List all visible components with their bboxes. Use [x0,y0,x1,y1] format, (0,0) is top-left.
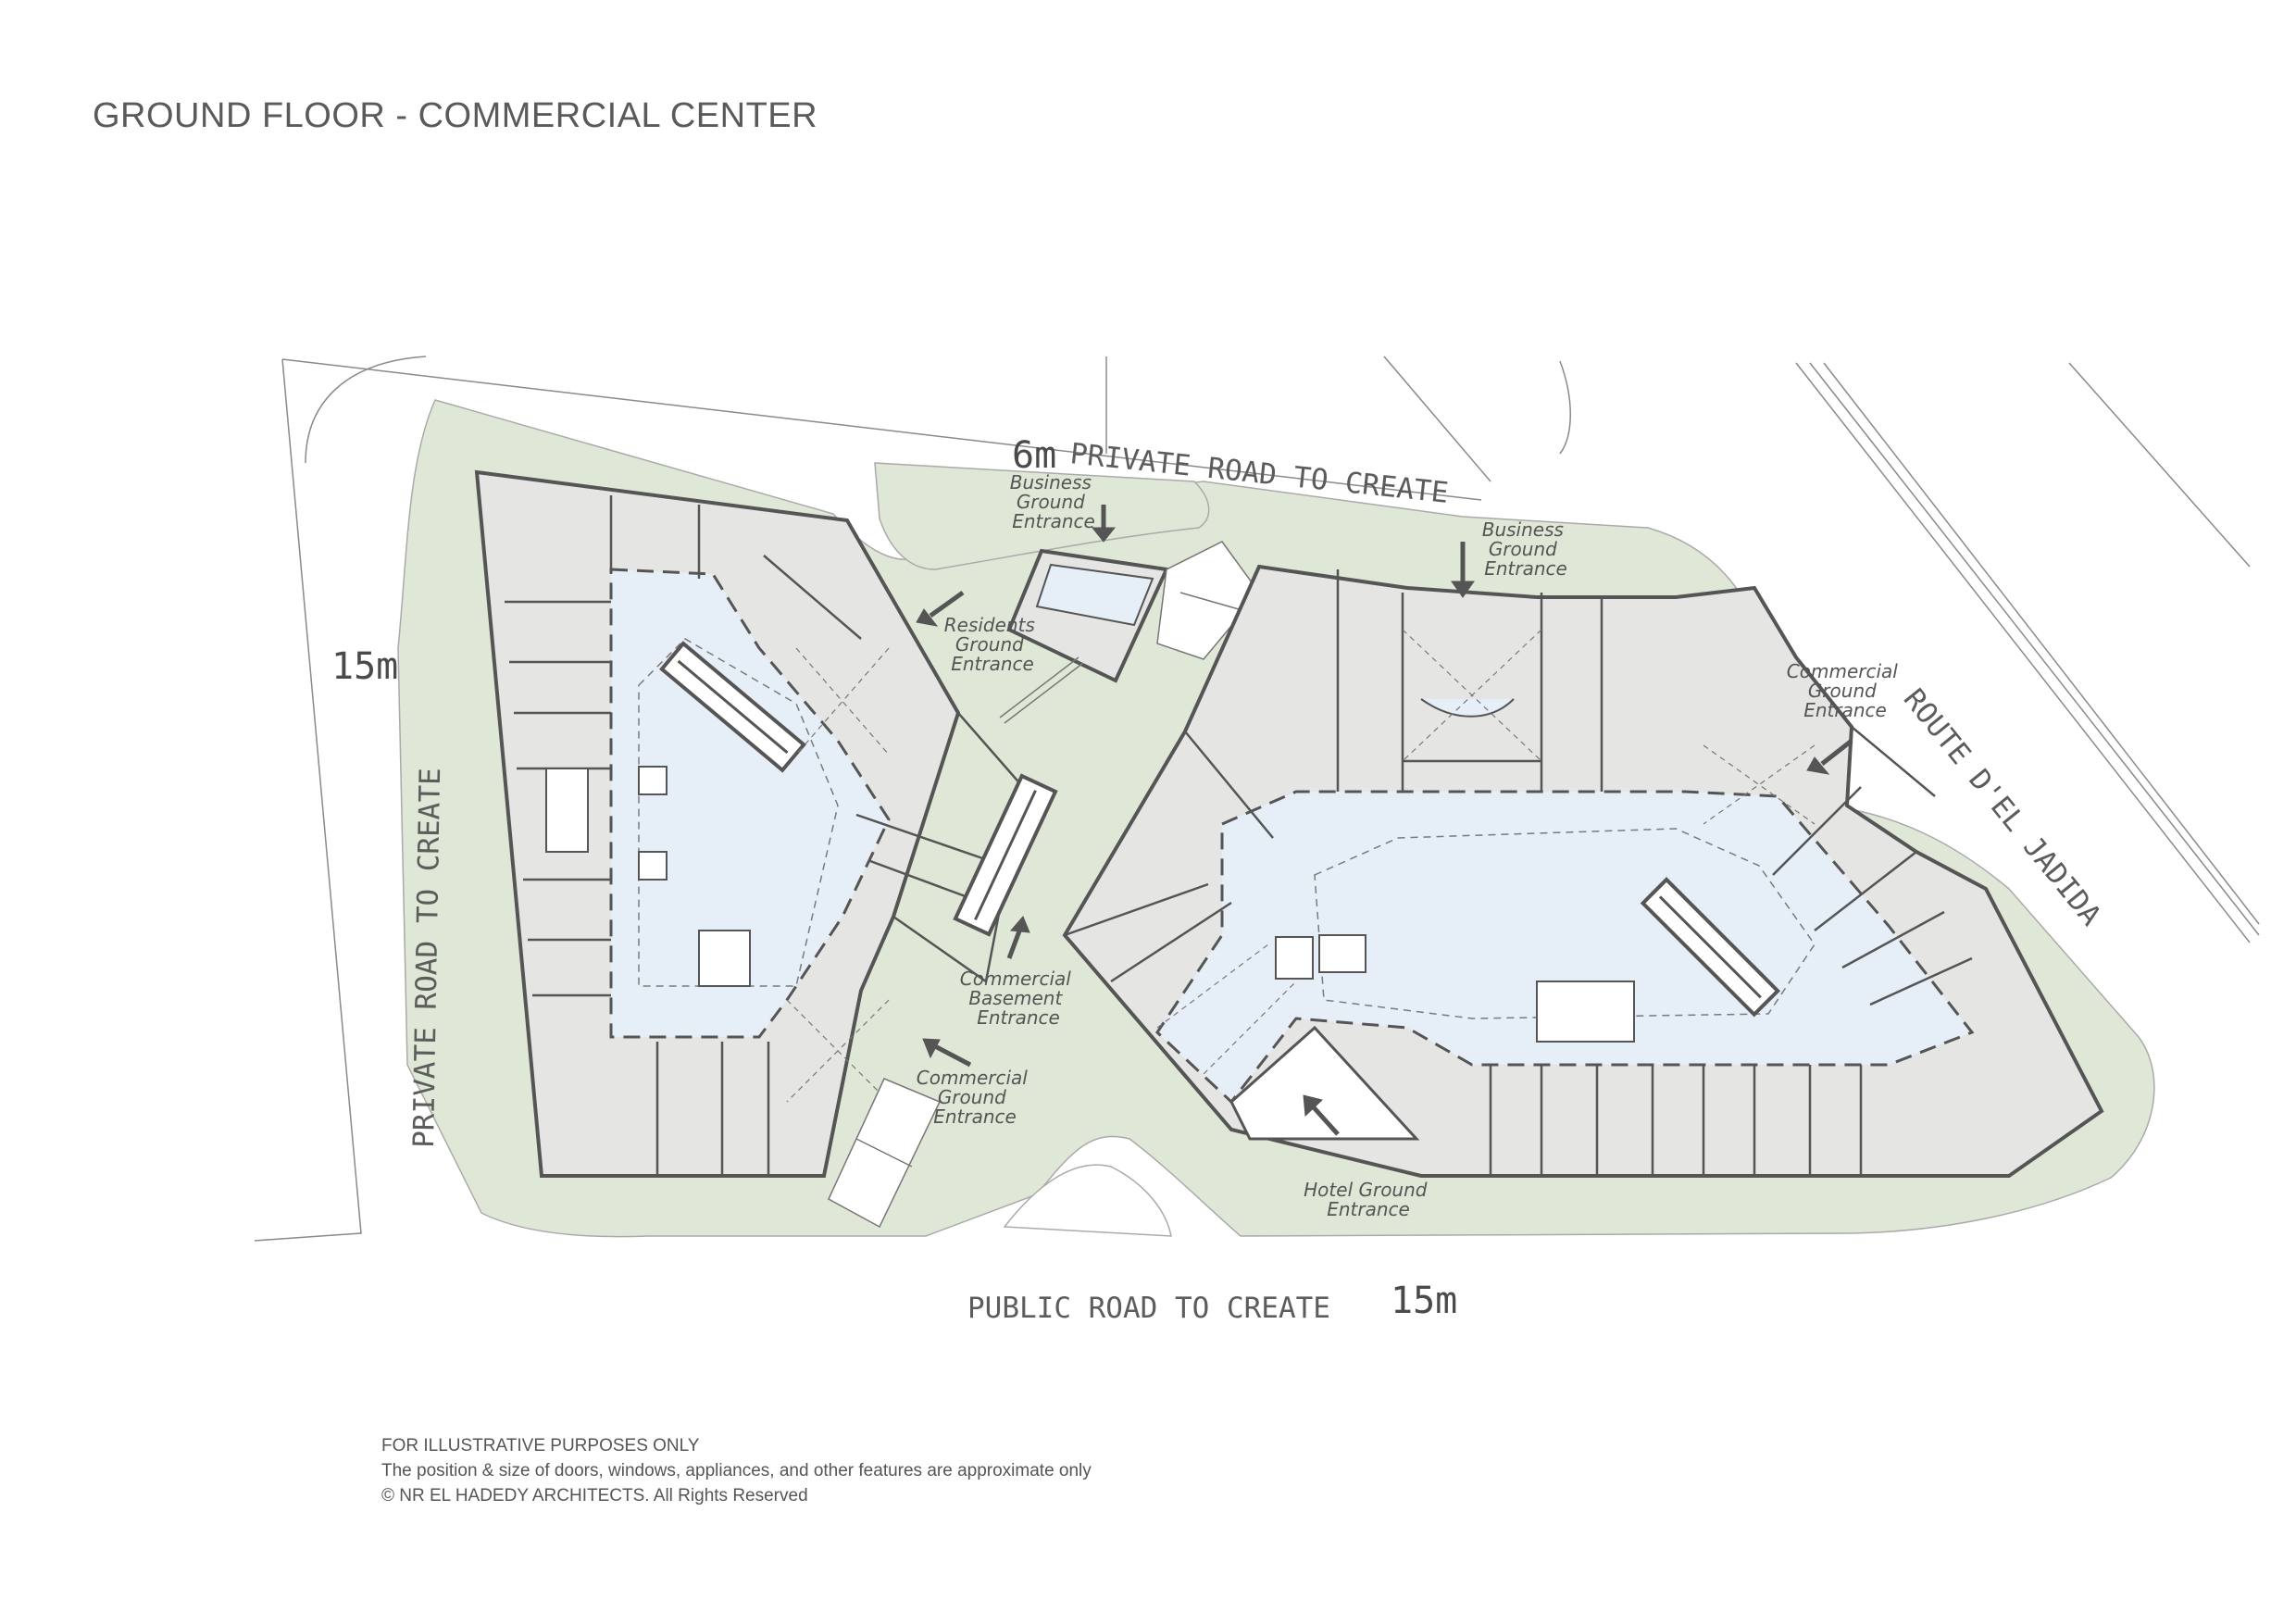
arrow-commercial-east [1806,739,1853,775]
west-road-label: PRIVATE ROAD TO CREATE [407,768,447,1148]
arrow-residents [916,590,965,627]
east-mall-atrium [1155,790,1975,1105]
south-walkway [828,1078,942,1229]
arrow-hotel [1303,1094,1340,1136]
west-road-width: 15m [331,645,398,688]
copyright-line: © NR EL HADEDY ARCHITECTS. All Rights Re… [381,1486,808,1505]
entrance-label-commercial-east: Commercial Ground Entrance [1787,660,1903,721]
east-mall-inner-outline [1314,828,1816,1019]
north-pavilion [999,541,1260,724]
escalator-east [1640,877,1781,1018]
escalator-center [953,773,1058,937]
arrow-business-1 [1091,505,1117,543]
road-lines [254,356,2260,1242]
entrance-label-hotel: Hotel Ground Entrance [1304,1179,1433,1220]
entrance-arrows [916,505,1853,1136]
west-mall-inner-outline [638,638,839,987]
north-road-width: 6m [1012,434,1056,477]
page-title: GROUND FLOOR - COMMERCIAL CENTER [93,96,818,135]
arrow-commercial-south [922,1038,972,1068]
west-building [474,469,1025,1178]
elevator-lobby-west [786,647,890,1103]
south-road-label: PUBLIC ROAD TO CREATE [967,1292,1330,1325]
arrow-business-2 [1451,542,1475,598]
east-building [1062,564,2104,1178]
entrance-label-business-1: Business Ground Entrance [1010,471,1098,532]
entrance-label-residents: Residents Ground Entrance [944,614,1041,675]
entrance-label-business-2: Business Ground Entrance [1482,518,1570,580]
entrance-label-commercial-south: Commercial Ground Entrance [917,1067,1033,1128]
entrance-label-commercial-basement: Commercial Basement Entrance [960,968,1077,1029]
elevator-lobby-east [1156,629,1816,1075]
arrow-commercial-basement [1006,916,1030,959]
south-road-width: 15m [1391,1280,1457,1322]
escalator-west [659,641,807,773]
disclaimer-line-2: The position & size of doors, windows, a… [381,1461,1092,1480]
disclaimer-footer: FOR ILLUSTRATIVE PURPOSES ONLY The posit… [381,1433,1092,1508]
disclaimer-line-1: FOR ILLUSTRATIVE PURPOSES ONLY [381,1436,700,1455]
